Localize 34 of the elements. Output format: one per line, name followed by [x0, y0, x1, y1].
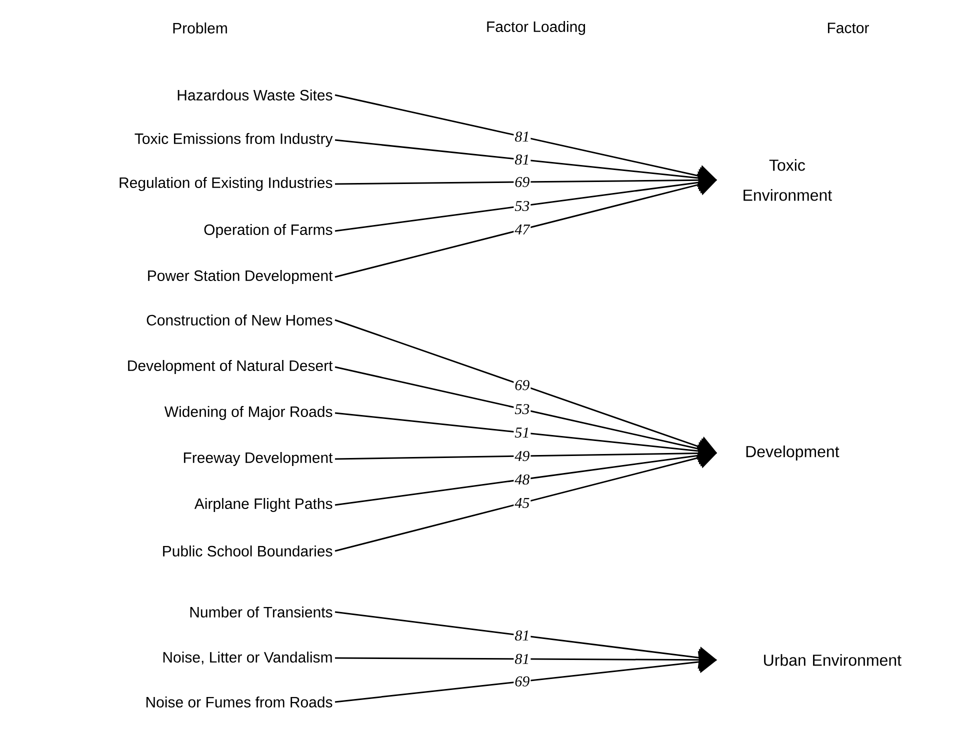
loading-value: 47 [514, 224, 530, 234]
problem-label: Widening of Major Roads [164, 406, 332, 420]
problem-label: Public School Boundaries [163, 545, 332, 556]
loading-value: 81 [515, 154, 528, 165]
problem-label: Airplane Flight Paths [194, 498, 332, 512]
loading-value: 53 [514, 200, 530, 212]
loading-value: 51 [514, 428, 528, 438]
loading-value: 53 [514, 404, 530, 414]
problem-label: Construction of New Homes [146, 314, 332, 326]
problem-label: Operation of Farms [204, 224, 332, 238]
problem-label: Hazardous Waste Sites [178, 89, 332, 100]
factor-label: Development [746, 446, 840, 460]
problem-label: Noise, Litter or Vandalism [163, 652, 332, 664]
problem-label: Number of Transients [190, 606, 332, 618]
problem-label: Development of Natural Desert [128, 360, 333, 374]
loading-value: 49 [514, 451, 530, 462]
column-heading: Factor [828, 22, 869, 34]
loading-value: 48 [514, 474, 530, 485]
factor-label: Toxic Environment [744, 159, 832, 201]
problem-label: Noise or Fumes from Roads [146, 696, 332, 708]
column-heading: Problem [173, 22, 227, 34]
problem-label: Freeway Development [184, 452, 333, 466]
loading-value: 81 [515, 654, 528, 664]
loading-value: 81 [515, 630, 528, 641]
problem-label: Regulation of Existing Industries [120, 177, 332, 191]
loading-value: 81 [515, 132, 528, 142]
problem-label: Power Station Development [148, 270, 333, 284]
loading-value: 69 [515, 380, 530, 390]
loading-value: 69 [515, 177, 530, 188]
loading-value: 45 [514, 498, 530, 508]
column-heading: Factor Loading [487, 21, 586, 35]
factor-label: Urban Environment [764, 654, 902, 666]
problem-label: Toxic Emissions from Industry [134, 133, 333, 147]
loading-value: 69 [515, 676, 530, 686]
